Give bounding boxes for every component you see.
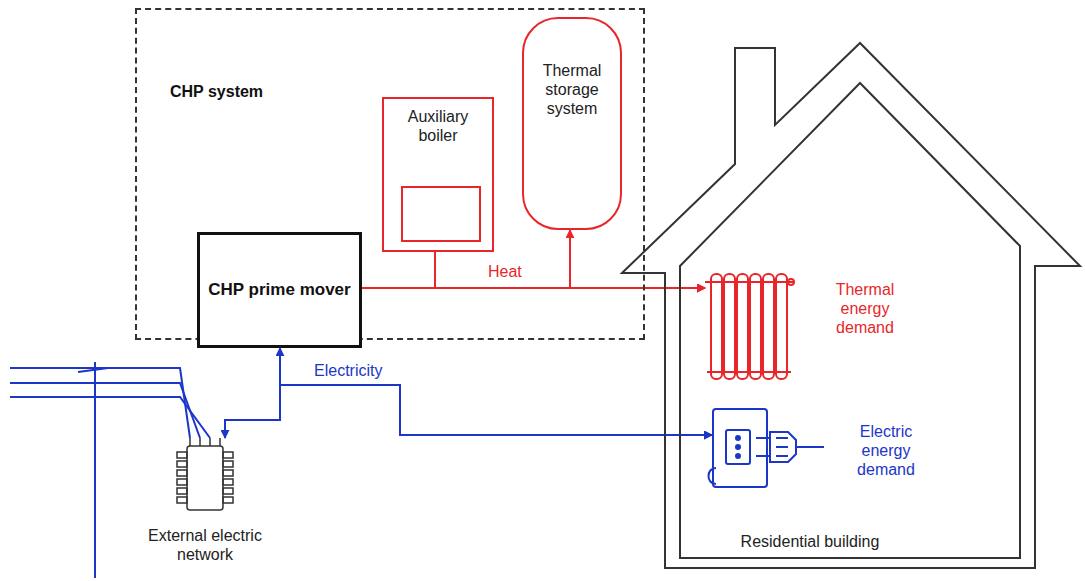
transformer-symbol: [165, 438, 245, 516]
flow-arrow: [225, 385, 712, 438]
flow-label: Heat: [486, 262, 524, 281]
boiler-box: Auxiliary boiler: [382, 97, 494, 252]
system-boundary: CHP systemAuxiliary boilerThermal storag…: [135, 8, 645, 340]
socket: Electric energy demand: [712, 408, 768, 488]
storage-tank: Thermal storage system: [522, 17, 622, 230]
socket-and-plug: [712, 408, 768, 488]
node-label: External electric network: [120, 526, 290, 564]
flow-arrow: [225, 348, 280, 438]
flow-label: Electricity: [312, 361, 384, 380]
node-label: Electric energy demand: [836, 422, 936, 480]
node-label: Residential building: [660, 532, 960, 551]
node-label: Thermal energy demand: [815, 280, 915, 338]
utility-pole: [94, 362, 96, 578]
power-wire: [10, 397, 210, 438]
node-label: Auxiliary boiler: [384, 99, 492, 145]
power-wire: [10, 383, 200, 438]
flow-arrow: [280, 348, 712, 435]
node-label: CHP prime mover: [204, 276, 354, 304]
house: Residential building Thermal energy deman…: [620, 28, 1082, 578]
radiator: Thermal energy demand: [705, 268, 795, 385]
power-wire: [10, 368, 190, 438]
node-label: Thermal storage system: [524, 19, 620, 119]
radiator-illustration: [705, 268, 795, 385]
boiler-panel: [401, 186, 481, 242]
transformer: External electric network: [165, 438, 245, 516]
prime-mover-box: CHP prime mover: [197, 232, 362, 348]
